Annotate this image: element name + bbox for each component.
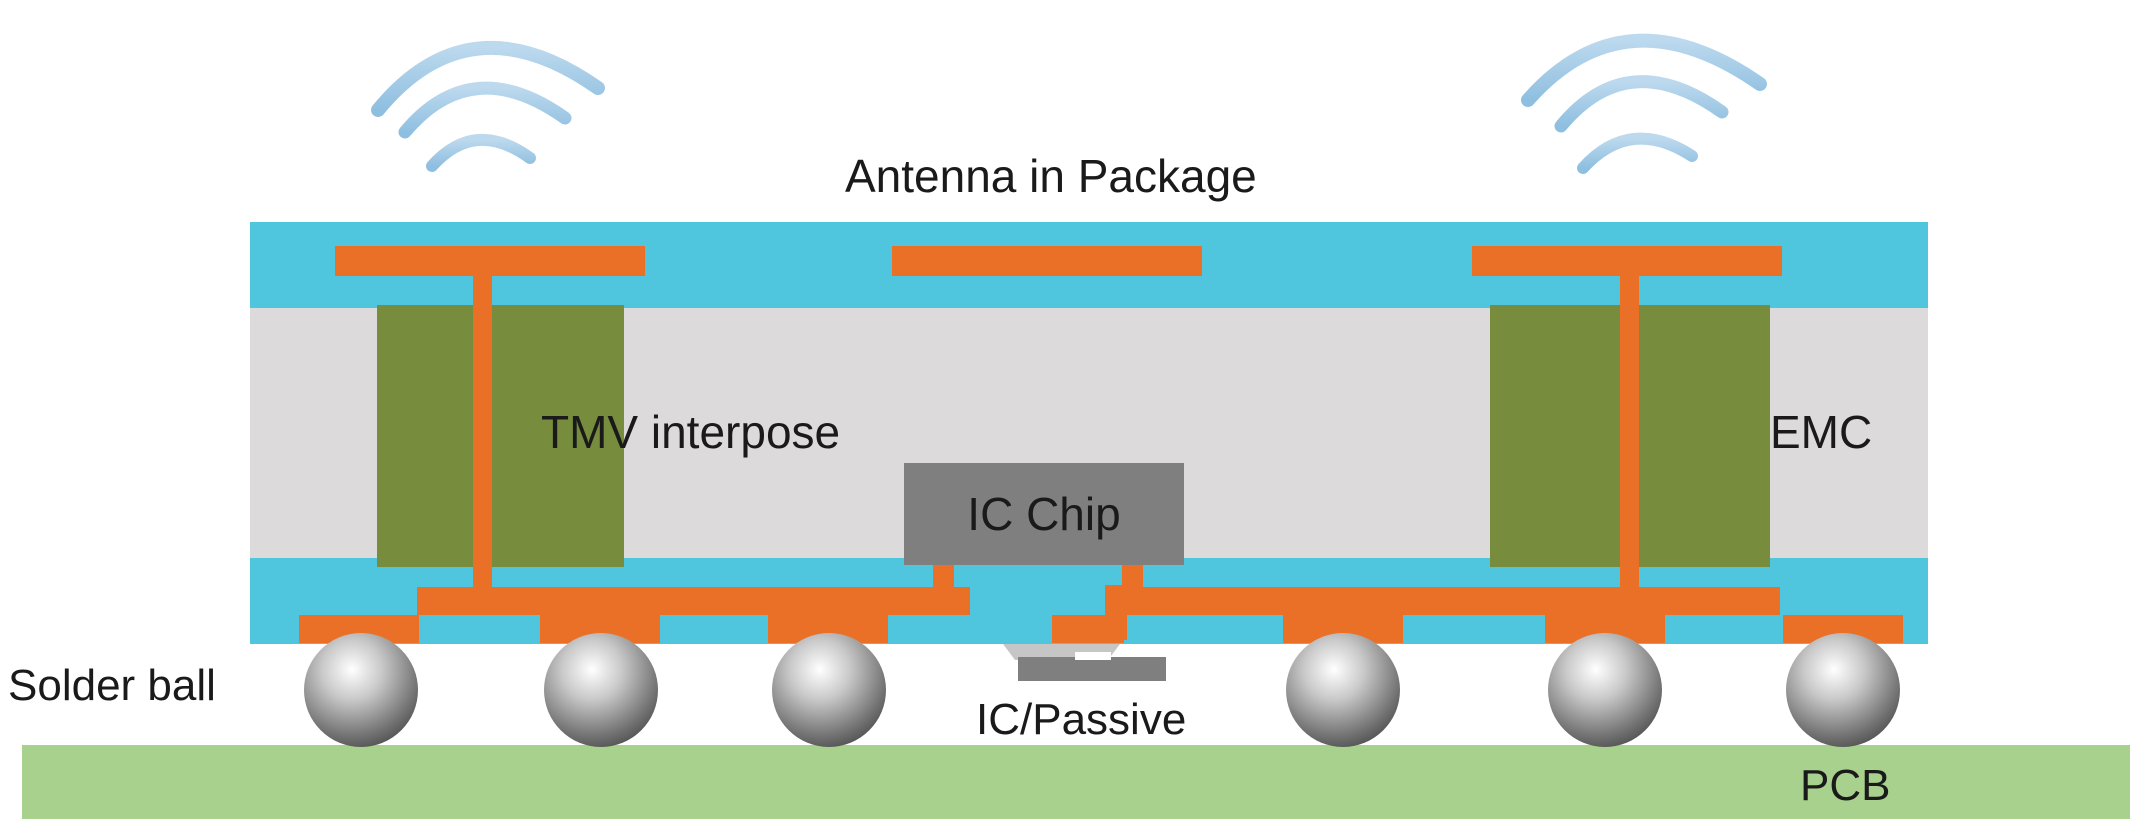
antenna-patch-right [1472,246,1782,276]
wifi-signal-icon [1521,33,1767,174]
passive-lead [1075,652,1111,660]
chip-bump-left [933,565,954,589]
tmv-label: TMV interpose [541,406,840,458]
wifi-signal-icon [371,41,605,172]
emc-label: EMC [1770,406,1872,458]
tmv-pillar-left [377,305,624,567]
chip-bump-right [1122,565,1143,589]
pcb-board [22,745,2130,819]
antenna-patch-center [892,246,1202,276]
solder-ball-2 [544,633,658,747]
antenna-label: Antenna in Package [845,150,1257,202]
ic-chip-label: IC Chip [967,488,1120,540]
passive-pad [1052,615,1124,643]
solder-ball-6 [1786,633,1900,747]
via-right [1620,276,1639,591]
solder-ball-4 [1286,633,1400,747]
solder-ball-5 [1548,633,1662,747]
solder-ball-1 [304,633,418,747]
rdl-trace-right [1125,587,1780,615]
pcb-label: PCB [1800,761,1890,810]
ic-chip [904,463,1184,565]
via-left [473,276,492,591]
solder-ball-3 [772,633,886,747]
solder-ball-label: Solder ball [8,661,216,710]
antenna-patch-left [335,246,645,276]
rdl-trace-left [417,587,970,615]
ic-passive-label: IC/Passive [976,695,1186,744]
ic-passive-component [1018,657,1166,681]
